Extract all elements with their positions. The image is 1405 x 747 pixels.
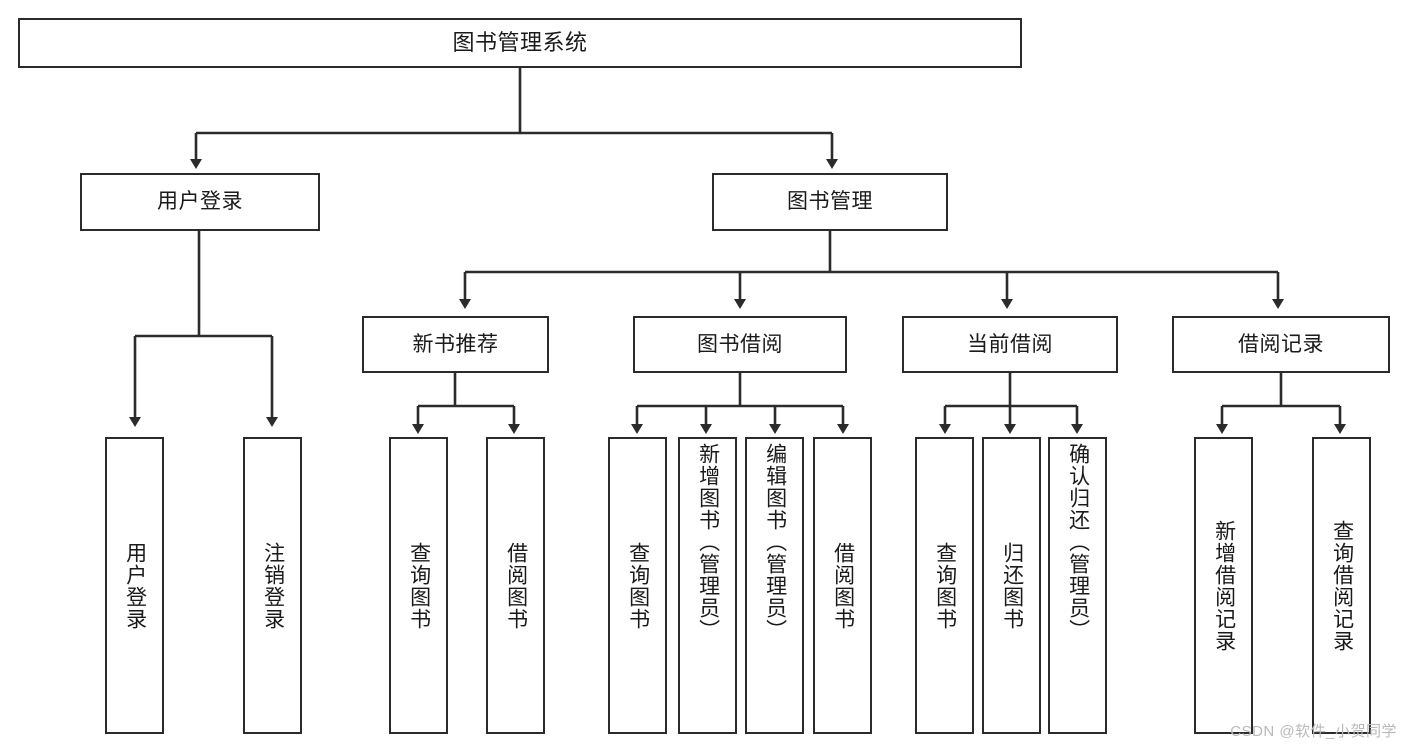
node-label: 用户登录 <box>123 541 147 630</box>
leaf-new-book-query[interactable]: 查询图书 <box>389 437 448 734</box>
node-label: 图书管理 <box>787 190 873 214</box>
leaf-borrow-edit-book[interactable]: 编辑图书（管理员） <box>745 437 804 734</box>
node-user-login[interactable]: 用户登录 <box>80 173 320 231</box>
leaf-user-login[interactable]: 用户登录 <box>105 437 164 734</box>
node-label: 查询图书 <box>407 541 431 630</box>
node-label: 编辑图书（管理员） <box>763 443 787 641</box>
node-label: 查询借阅记录 <box>1330 519 1354 652</box>
node-label: 借阅记录 <box>1238 332 1324 356</box>
node-label: 确认归还（管理员） <box>1066 443 1090 641</box>
node-new-book-recommend[interactable]: 新书推荐 <box>362 316 549 373</box>
leaf-record-query[interactable]: 查询借阅记录 <box>1312 437 1371 734</box>
leaf-current-query-book[interactable]: 查询图书 <box>915 437 974 734</box>
node-label: 借阅图书 <box>504 541 528 630</box>
node-label: 注销登录 <box>261 541 285 630</box>
node-label: 图书管理系统 <box>452 29 588 55</box>
node-book-management[interactable]: 图书管理 <box>712 173 948 231</box>
leaf-new-book-borrow[interactable]: 借阅图书 <box>486 437 545 734</box>
leaf-borrow-add-book[interactable]: 新增图书（管理员） <box>678 437 737 734</box>
node-label: 查询图书 <box>626 541 650 630</box>
leaf-record-add[interactable]: 新增借阅记录 <box>1194 437 1253 734</box>
node-label: 新增图书（管理员） <box>696 443 720 641</box>
node-label: 新增借阅记录 <box>1212 519 1236 652</box>
node-label: 借阅图书 <box>831 541 855 630</box>
node-label: 查询图书 <box>933 541 957 630</box>
node-borrow-record[interactable]: 借阅记录 <box>1172 316 1390 373</box>
node-label: 当前借阅 <box>967 332 1053 356</box>
node-label: 图书借阅 <box>697 332 783 356</box>
node-root-system[interactable]: 图书管理系统 <box>18 18 1022 68</box>
node-label: 用户登录 <box>157 190 243 214</box>
leaf-user-logout[interactable]: 注销登录 <box>243 437 302 734</box>
node-current-borrow[interactable]: 当前借阅 <box>902 316 1118 373</box>
watermark: CSDN @软件_小贺同学 <box>1230 723 1397 740</box>
leaf-borrow-borrow-book[interactable]: 借阅图书 <box>813 437 872 734</box>
leaf-borrow-query-book[interactable]: 查询图书 <box>608 437 667 734</box>
node-label: 归还图书 <box>1000 541 1024 630</box>
node-book-borrow[interactable]: 图书借阅 <box>633 316 847 373</box>
node-label: 新书推荐 <box>412 332 499 356</box>
leaf-current-return-book[interactable]: 归还图书 <box>982 437 1041 734</box>
leaf-current-confirm-return[interactable]: 确认归还（管理员） <box>1048 437 1107 734</box>
